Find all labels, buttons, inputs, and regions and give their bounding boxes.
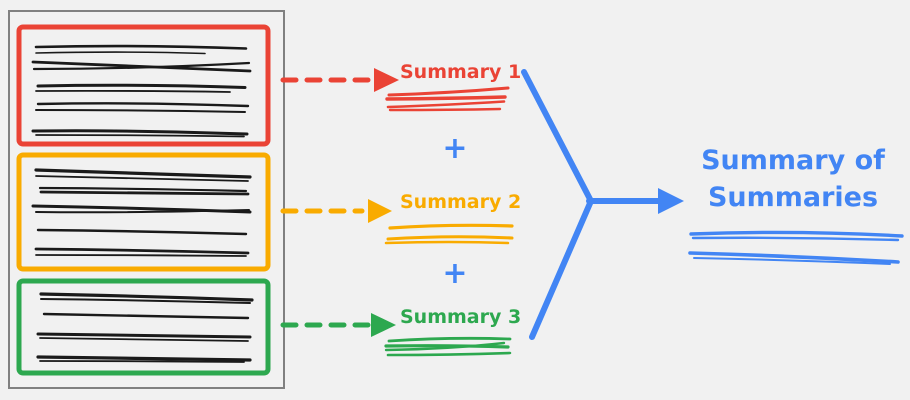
source-group-lines-2	[31, 168, 252, 257]
summary-lines-3	[384, 336, 512, 357]
flow-arrow-2	[280, 199, 392, 223]
summary-lines-1	[385, 86, 510, 112]
merge-arrowhead-icon	[658, 188, 684, 214]
summary-label-2: Summary 2	[400, 191, 521, 213]
source-group-box-3[interactable]	[16, 278, 271, 376]
summary-label-1: Summary 1	[400, 61, 521, 83]
plus-operator-2: +	[442, 256, 467, 291]
source-group-box-1[interactable]	[16, 24, 271, 147]
plus-operator-1: +	[442, 131, 467, 166]
merge-junction	[521, 69, 663, 340]
summary-lines-2	[384, 223, 514, 245]
final-summary-line-2: Summaries	[708, 182, 878, 213]
flow-arrow-3	[280, 313, 396, 337]
final-summary-lines	[688, 230, 904, 265]
source-document-container	[8, 10, 285, 389]
final-summary-line-1: Summary of	[701, 145, 885, 176]
source-group-lines-1	[31, 44, 252, 138]
summary-label-3: Summary 3	[400, 306, 521, 328]
flow-arrow-1	[280, 68, 399, 92]
source-group-lines-3	[36, 292, 254, 363]
source-group-box-2[interactable]	[16, 152, 271, 272]
